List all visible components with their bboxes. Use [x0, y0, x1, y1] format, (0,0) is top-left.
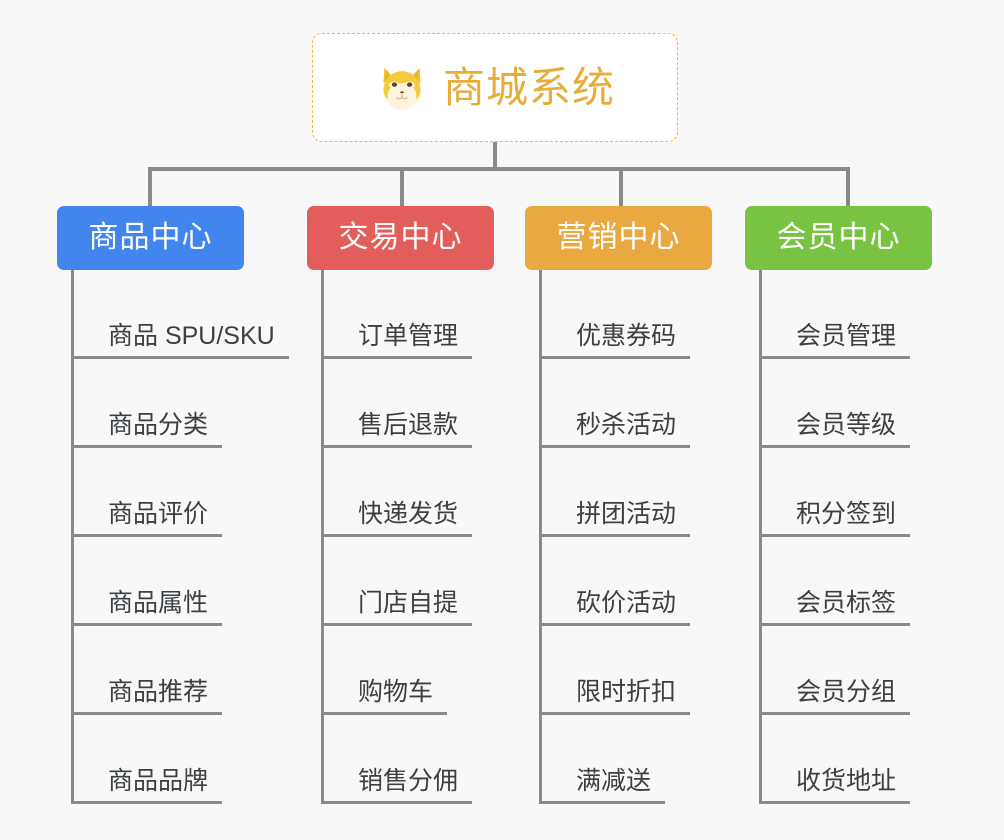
list-item[interactable]: 商品分类: [73, 359, 297, 448]
leaf-label: 收货地址: [761, 767, 911, 804]
category-label: 会员中心: [776, 221, 901, 254]
leaf-list-product: 商品 SPU/SKU 商品分类 商品评价 商品属性 商品推荐 商品品牌: [71, 270, 297, 804]
list-item[interactable]: 收货地址: [761, 715, 960, 804]
list-item[interactable]: 拼团活动: [541, 448, 737, 537]
shiba-dog-face-icon: [383, 67, 421, 110]
list-item[interactable]: 优惠券码: [541, 270, 737, 359]
list-item[interactable]: 销售分佣: [323, 715, 519, 804]
leaf-label: 会员等级: [761, 411, 911, 448]
category-header-trade[interactable]: 交易中心: [307, 206, 494, 270]
leaf-label: 砍价活动: [541, 589, 691, 626]
leaf-label: 商品品牌: [73, 767, 223, 804]
list-item[interactable]: 砍价活动: [541, 537, 737, 626]
list-item[interactable]: 秒杀活动: [541, 359, 737, 448]
leaf-label: 优惠券码: [541, 322, 691, 359]
list-item[interactable]: 会员分组: [761, 626, 960, 715]
connector-root-stem: [493, 142, 497, 170]
category-column-marketing: 营销中心 优惠券码 秒杀活动 拼团活动 砍价活动 限时折扣 满减送: [525, 206, 737, 804]
list-item[interactable]: 会员标签: [761, 537, 960, 626]
connector-horizontal-bus: [148, 167, 850, 171]
root-node[interactable]: 商城系统: [312, 33, 678, 142]
list-item[interactable]: 商品 SPU/SKU: [74, 270, 297, 359]
category-label: 营销中心: [556, 221, 681, 254]
connector-drop-2: [400, 167, 404, 206]
leaf-label: 会员标签: [761, 589, 911, 626]
list-item[interactable]: 会员等级: [761, 359, 960, 448]
list-item[interactable]: 会员管理: [761, 270, 960, 359]
list-item[interactable]: 快递发货: [323, 448, 519, 537]
leaf-label: 商品属性: [73, 589, 223, 626]
leaf-label: 购物车: [323, 678, 448, 715]
leaf-label: 快递发货: [323, 500, 473, 537]
list-item[interactable]: 售后退款: [323, 359, 519, 448]
leaf-label: 秒杀活动: [541, 411, 691, 448]
leaf-list-member: 会员管理 会员等级 积分签到 会员标签 会员分组 收货地址: [759, 270, 960, 804]
category-label: 交易中心: [338, 221, 463, 254]
list-item[interactable]: 商品属性: [73, 537, 297, 626]
root-title: 商城系统: [442, 63, 615, 111]
leaf-label: 会员管理: [761, 322, 911, 359]
connector-drop-3: [619, 167, 623, 206]
leaf-label: 销售分佣: [323, 767, 473, 804]
category-header-marketing[interactable]: 营销中心: [525, 206, 712, 270]
leaf-label: 商品分类: [73, 411, 223, 448]
leaf-label: 商品评价: [73, 500, 223, 537]
list-item[interactable]: 限时折扣: [541, 626, 737, 715]
leaf-label: 门店自提: [323, 589, 473, 626]
category-label: 商品中心: [88, 221, 213, 254]
connector-drop-1: [148, 167, 152, 206]
leaf-label: 商品推荐: [73, 678, 223, 715]
list-item[interactable]: 商品推荐: [73, 626, 297, 715]
leaf-label: 限时折扣: [541, 678, 691, 715]
category-column-trade: 交易中心 订单管理 售后退款 快递发货 门店自提 购物车 销售分佣: [307, 206, 519, 804]
leaf-label: 满减送: [541, 767, 666, 804]
category-column-product: 商品中心 商品 SPU/SKU 商品分类 商品评价 商品属性 商品推荐 商品品牌: [57, 206, 297, 804]
list-item[interactable]: 满减送: [541, 715, 737, 804]
list-item[interactable]: 商品评价: [73, 448, 297, 537]
leaf-label: 会员分组: [761, 678, 911, 715]
leaf-label: 拼团活动: [541, 500, 691, 537]
list-item[interactable]: 购物车: [323, 626, 519, 715]
leaf-list-trade: 订单管理 售后退款 快递发货 门店自提 购物车 销售分佣: [321, 270, 519, 804]
leaf-label: 积分签到: [761, 500, 911, 537]
category-header-product[interactable]: 商品中心: [57, 206, 244, 270]
list-item[interactable]: 商品品牌: [73, 715, 297, 804]
list-item[interactable]: 门店自提: [323, 537, 519, 626]
category-column-member: 会员中心 会员管理 会员等级 积分签到 会员标签 会员分组 收货地址: [745, 206, 960, 804]
category-header-member[interactable]: 会员中心: [745, 206, 932, 270]
leaf-list-marketing: 优惠券码 秒杀活动 拼团活动 砍价活动 限时折扣 满减送: [539, 270, 737, 804]
list-item[interactable]: 积分签到: [761, 448, 960, 537]
leaf-label: 商品 SPU/SKU: [74, 322, 289, 359]
leaf-label: 售后退款: [323, 411, 473, 448]
leaf-label: 订单管理: [323, 322, 473, 359]
connector-drop-4: [846, 167, 850, 206]
list-item[interactable]: 订单管理: [323, 270, 519, 359]
